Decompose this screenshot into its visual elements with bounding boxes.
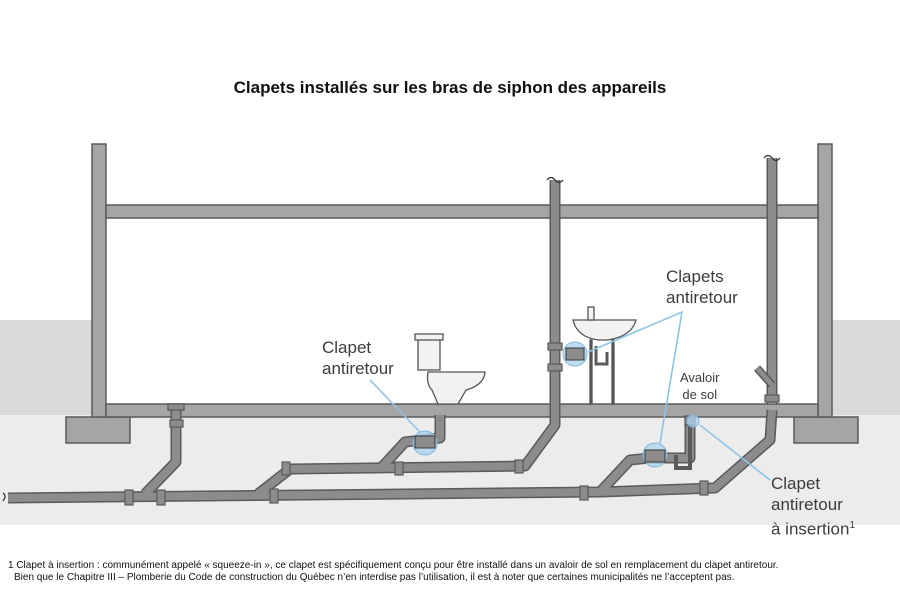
valve-bodies — [414, 347, 666, 463]
label-clapet-toilet: Clapet antiretour — [322, 337, 394, 379]
pipe-couplings — [124, 342, 780, 506]
label-line: Clapets — [666, 267, 724, 286]
label-line: de sol — [682, 387, 718, 402]
footing-left — [65, 416, 131, 444]
building-structure — [91, 143, 833, 418]
label-line: Clapet — [322, 338, 372, 357]
leader-lines — [369, 310, 771, 481]
label-line: antiretour — [322, 359, 394, 378]
label-text: à insertion — [771, 519, 850, 539]
footnote-line-1: 1 Clapet à insertion : communément appel… — [8, 560, 779, 571]
footnote-ref: 1 — [849, 520, 855, 531]
label-avaloir: Avaloir de sol — [680, 369, 720, 403]
label-line: Clapet — [771, 474, 821, 493]
label-clapet-insertion: Clapet antiretour à insertion1 — [771, 473, 855, 540]
drain-insert-valve — [686, 414, 700, 428]
pipe-break-marks — [2, 154, 781, 502]
label-line: antiretour — [666, 288, 738, 307]
plumbing-diagram — [0, 143, 900, 525]
label-clapets-sink: Clapets antiretour — [666, 266, 738, 308]
label-line: antiretour — [771, 495, 843, 514]
footnote: 1 Clapet à insertion : communément appel… — [8, 560, 888, 584]
sink — [572, 306, 637, 405]
toilet — [414, 333, 486, 405]
label-line: à insertion1 — [771, 515, 855, 540]
footing-right — [793, 416, 859, 444]
footnote-line-2: Bien que le Chapitre III – Plomberie du … — [14, 572, 735, 583]
label-line: Avaloir — [680, 370, 720, 385]
diagram-title: Clapets installés sur les bras de siphon… — [233, 78, 667, 97]
